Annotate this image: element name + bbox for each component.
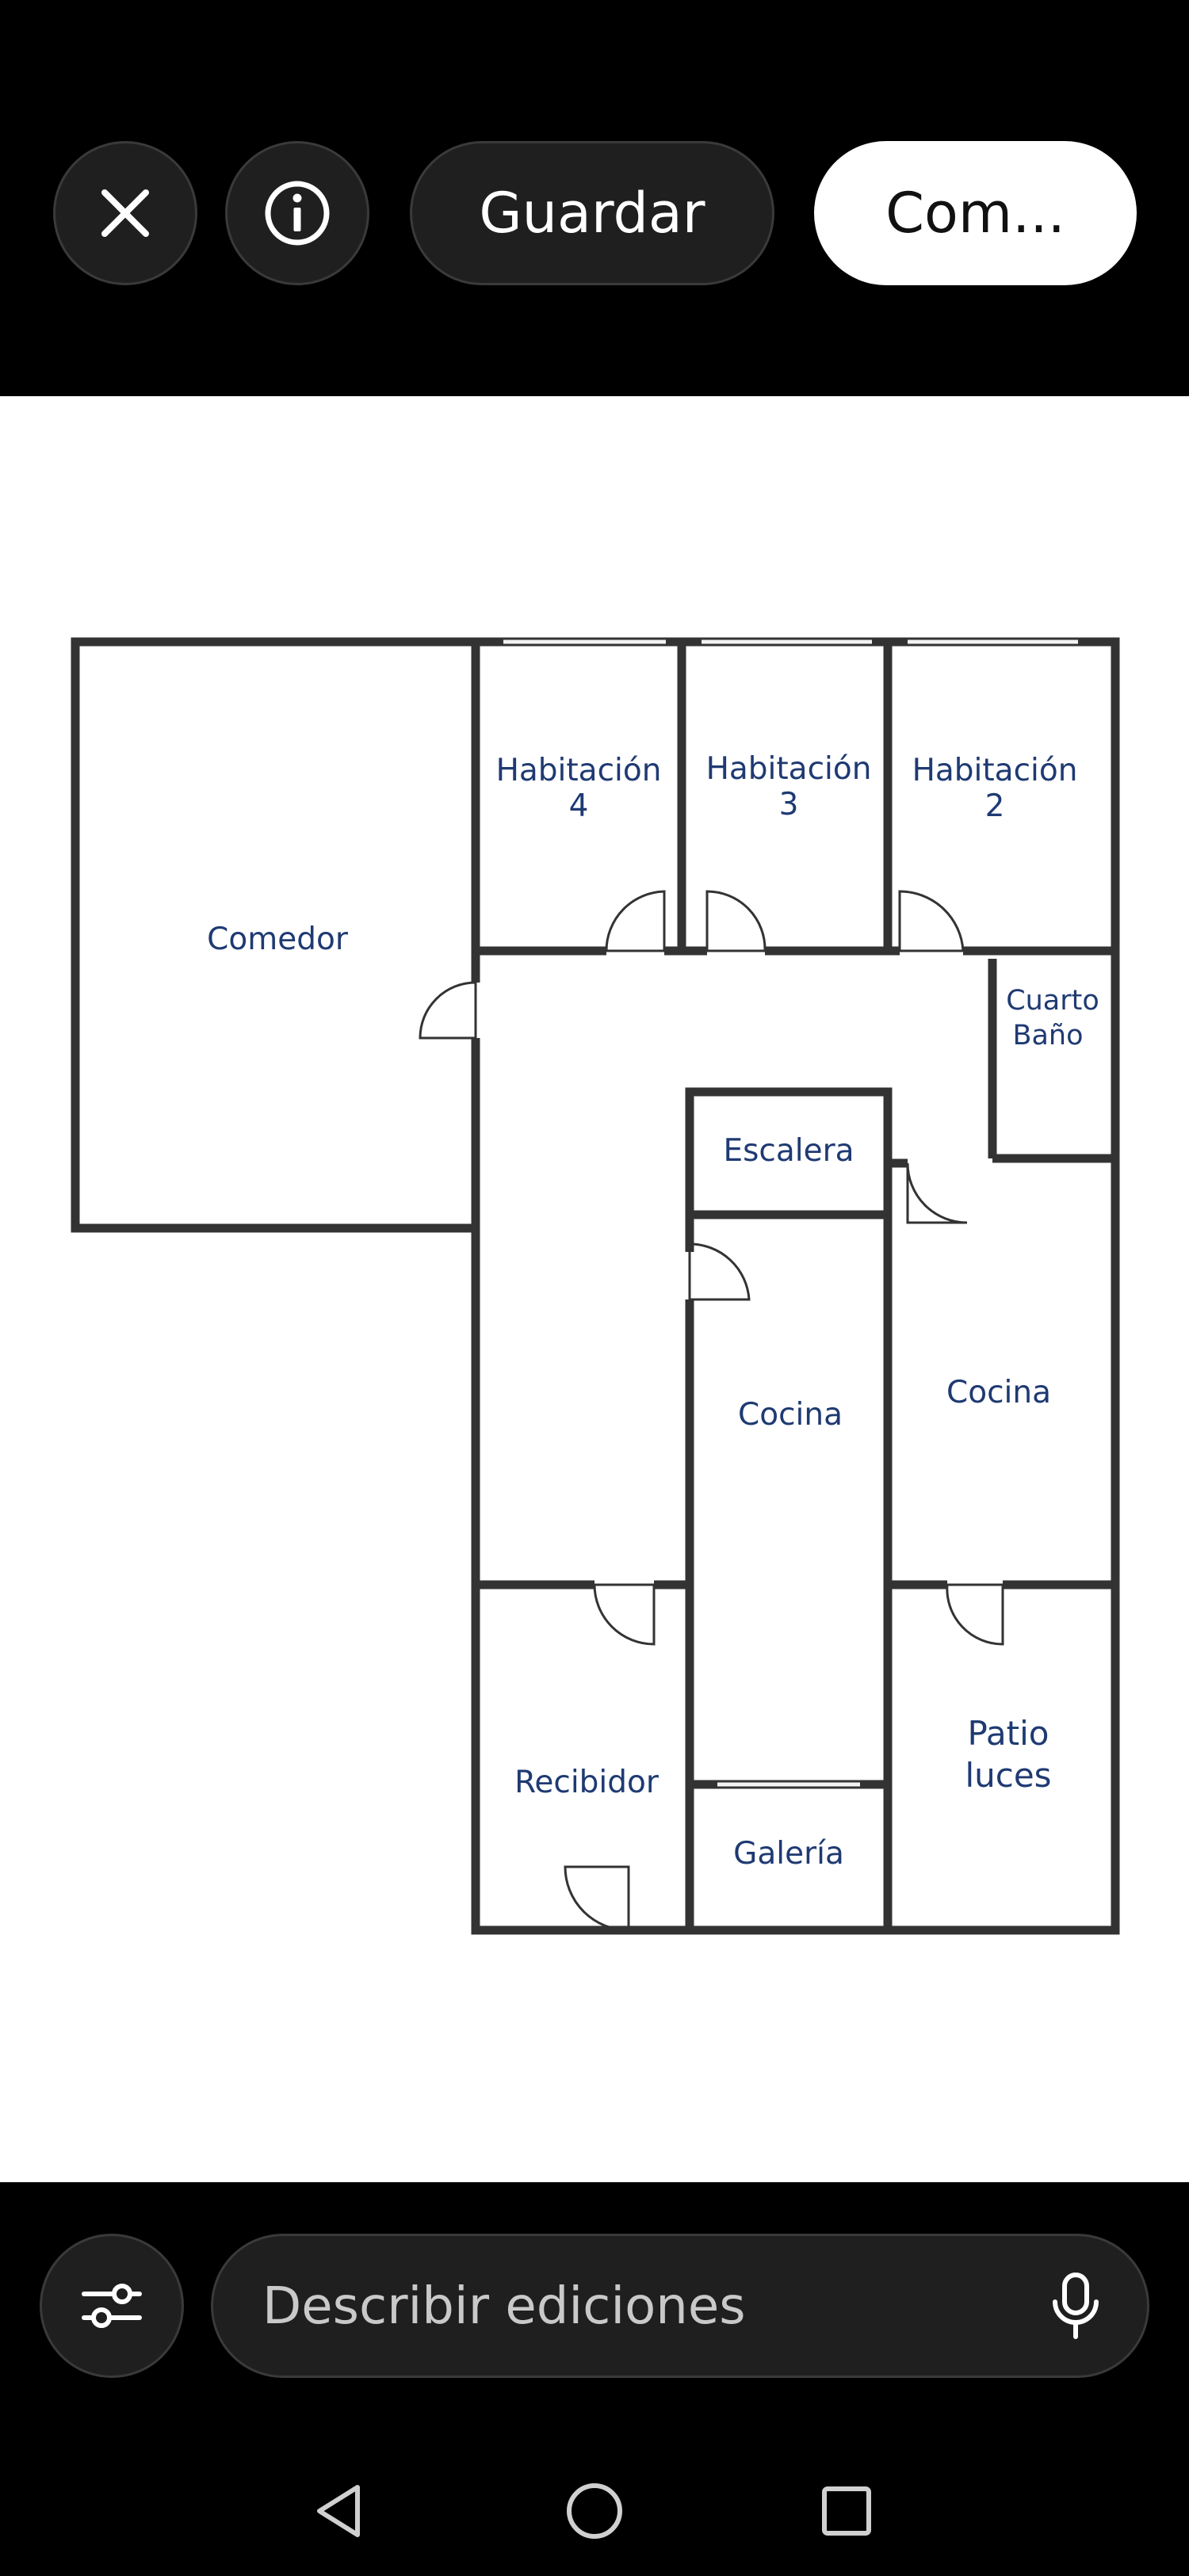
room-label-cuarto: Cuarto xyxy=(1006,985,1099,1017)
tune-icon xyxy=(82,2284,142,2328)
image-canvas: Comedor Habitación 4 Habitación 3 Habita… xyxy=(0,396,1189,2182)
floor-plan-windows xyxy=(503,639,1078,1787)
recents-icon xyxy=(822,2486,871,2536)
floor-plan-walls xyxy=(71,637,1120,1935)
system-navigation-bar xyxy=(0,2420,1189,2576)
close-icon xyxy=(101,189,149,237)
compare-button-label: Com... xyxy=(885,181,1065,246)
room-label-recibidor: Recibidor xyxy=(514,1765,659,1800)
room-label-habitacion-3: Habitación xyxy=(706,751,872,787)
bottom-editor-bar xyxy=(0,2182,1189,2576)
close-button[interactable] xyxy=(53,141,197,285)
mic-button[interactable] xyxy=(1036,2266,1115,2345)
edit-prompt-input[interactable] xyxy=(261,2236,977,2377)
room-label-escalera: Escalera xyxy=(723,1133,854,1169)
top-toolbar: Guardar Com... xyxy=(0,0,1189,396)
room-label-patio: Patio xyxy=(967,1714,1049,1753)
nav-home-button[interactable] xyxy=(551,2467,638,2555)
nav-back-button[interactable] xyxy=(296,2467,384,2555)
floor-plan: Comedor Habitación 4 Habitación 3 Habita… xyxy=(71,637,1120,1935)
room-label-bano: Baño xyxy=(1012,1020,1083,1051)
mic-icon xyxy=(1053,2273,1099,2339)
room-label-galeria: Galería xyxy=(733,1836,844,1872)
room-label-cocina-right: Cocina xyxy=(946,1375,1051,1410)
back-icon xyxy=(317,2485,360,2537)
adjust-button[interactable] xyxy=(40,2234,184,2378)
save-button[interactable]: Guardar xyxy=(410,141,774,285)
room-label-comedor: Comedor xyxy=(207,922,349,957)
compare-button[interactable]: Com... xyxy=(814,141,1137,285)
nav-recents-button[interactable] xyxy=(803,2467,890,2555)
room-label-luces: luces xyxy=(965,1756,1051,1795)
room-label-habitacion-3-number: 3 xyxy=(779,787,799,822)
room-label-habitacion-4-number: 4 xyxy=(569,788,589,824)
room-label-habitacion-2-number: 2 xyxy=(985,788,1005,824)
room-label-cocina-center: Cocina xyxy=(738,1397,843,1433)
save-button-label: Guardar xyxy=(479,181,705,246)
edit-prompt-field[interactable] xyxy=(211,2234,1149,2378)
room-label-habitacion-2: Habitación xyxy=(912,753,1078,788)
info-button[interactable] xyxy=(225,141,369,285)
home-icon xyxy=(567,2483,622,2539)
room-label-habitacion-4: Habitación xyxy=(496,753,662,788)
info-icon xyxy=(265,181,330,246)
floor-plan-doors xyxy=(419,890,1004,1932)
